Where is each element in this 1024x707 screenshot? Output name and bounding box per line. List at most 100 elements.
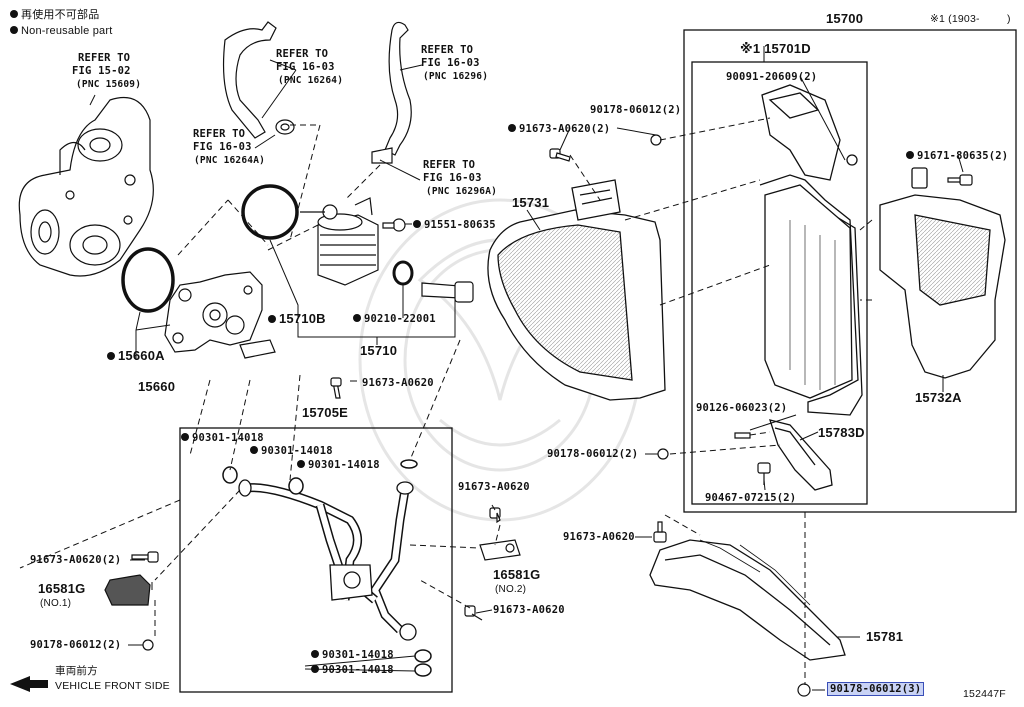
- bolt-91551-drawing: [382, 218, 406, 232]
- part-90210[interactable]: 90210-22001: [353, 313, 436, 325]
- ref-fig1603c-l3[interactable]: (PNC 16296): [423, 71, 489, 82]
- bolt-91673a-drawing: [549, 148, 571, 162]
- bolt-91673-center-drawing: [330, 377, 342, 399]
- part-91551[interactable]: 91551-80635: [413, 219, 496, 231]
- union-bolt-drawing: [421, 281, 474, 303]
- part-15783D[interactable]: 15783D: [818, 425, 865, 440]
- o-ring-15660A: [121, 247, 175, 313]
- part-15660A[interactable]: 15660A: [107, 349, 165, 362]
- ref-fig1603b-l1[interactable]: REFER TO: [193, 128, 246, 140]
- bracket-15783D-drawing: [769, 419, 833, 491]
- legend-dot-icon: [10, 10, 18, 18]
- part-15701D[interactable]: ※1 15701D: [740, 41, 811, 56]
- legend-jp-text: 再使用不可部品: [21, 9, 100, 21]
- part-90301c[interactable]: 90301-14018: [297, 459, 380, 471]
- clamp-16581G1-drawing: [104, 574, 151, 606]
- part-15705E[interactable]: 15705E: [302, 405, 349, 420]
- part-90301a[interactable]: 90301-14018: [181, 432, 264, 444]
- figure-code: 152447F: [963, 688, 1006, 700]
- part-15660[interactable]: 15660: [138, 379, 176, 394]
- part-16581G1-no: (NO.1): [40, 598, 72, 609]
- ref-fig1603b-l3[interactable]: (PNC 16264A): [194, 155, 266, 166]
- ref-fig1603c-l2[interactable]: FIG 16-03: [421, 57, 480, 69]
- o-ring-90210: [392, 260, 414, 286]
- o-ring-15710B: [241, 184, 299, 240]
- part-90301b[interactable]: 90301-14018: [250, 445, 333, 457]
- front-label-jp: 車両前方: [55, 665, 98, 677]
- legend-dot-icon: [10, 26, 18, 34]
- bracket-15660-drawing: [164, 271, 276, 359]
- engine-housing-drawing: [18, 96, 154, 277]
- part-90178d-highlighted[interactable]: 90178-06012(3): [827, 682, 925, 696]
- legend-en-text: Non-reusable part: [21, 25, 113, 37]
- part-15710B[interactable]: 15710B: [268, 312, 326, 325]
- part-15731[interactable]: 15731: [512, 195, 550, 210]
- hose-16264-drawing: [222, 21, 295, 139]
- pipe-15705E-drawing: [238, 479, 417, 641]
- box-15705E: [179, 427, 453, 693]
- ref-fig1502-l2[interactable]: FIG 15-02: [72, 65, 131, 77]
- ref-fig1603c-l1[interactable]: REFER TO: [421, 44, 474, 56]
- part-91673c[interactable]: 91673-A0620: [458, 481, 530, 493]
- part-16581G1[interactable]: 16581G: [38, 581, 86, 596]
- part-91673f[interactable]: 91673-A0620: [563, 531, 635, 543]
- part-91673d[interactable]: 91673-A0620(2): [30, 554, 122, 566]
- nut-90178b-drawing: [657, 448, 669, 460]
- part-15781[interactable]: 15781: [866, 629, 904, 644]
- part-90126[interactable]: 90126-06023(2): [696, 402, 788, 414]
- bolt-90126-drawing: [734, 432, 751, 439]
- bolt-91673c-drawing: [489, 507, 501, 524]
- part-91673b[interactable]: 91673-A0620: [362, 377, 434, 389]
- part-90301d[interactable]: 90301-14018: [311, 649, 394, 661]
- part-15732A[interactable]: 15732A: [915, 390, 962, 405]
- ref-fig1603a-l3[interactable]: (PNC 16264): [278, 75, 344, 86]
- dashed-lines: [19, 117, 873, 685]
- legend-jp: 再使用不可部品: [10, 9, 99, 21]
- intercooler-15701D-drawing: [759, 84, 863, 416]
- part-90091[interactable]: 90091-20609(2): [726, 71, 818, 83]
- clamp-16581G2-drawing: [479, 539, 521, 561]
- ref-fig1603a-l1[interactable]: REFER TO: [276, 48, 329, 60]
- bolt-91673d-drawing: [131, 551, 159, 563]
- ref-fig1603b-l2[interactable]: FIG 16-03: [193, 141, 252, 153]
- box-15700: [683, 29, 1017, 513]
- gaskets-90301-drawing: [222, 459, 432, 677]
- front-label-en: VEHICLE FRONT SIDE: [55, 680, 170, 692]
- note-marker: ※1 (1903-: [930, 13, 980, 25]
- part-16581G2-no: (NO.2): [495, 584, 527, 595]
- part-90178a[interactable]: 90178-06012(2): [590, 104, 682, 116]
- nut-90178d-drawing: [797, 683, 811, 697]
- cover-15781-drawing: [649, 539, 846, 661]
- front-direction-arrow: [10, 676, 48, 692]
- ref-fig1603d-l1[interactable]: REFER TO: [423, 159, 476, 171]
- bolt-91673e-drawing: [464, 605, 483, 621]
- ref-fig1603d-l2[interactable]: FIG 16-03: [423, 172, 482, 184]
- ref-fig1502-l3[interactable]: (PNC 15609): [76, 79, 142, 90]
- part-15700[interactable]: 15700: [826, 11, 864, 26]
- bolt-91671-drawing: [947, 174, 973, 186]
- bolt-91673f-drawing: [653, 521, 667, 543]
- part-90178c[interactable]: 90178-06012(2): [30, 639, 122, 651]
- part-90467[interactable]: 90467-07215(2): [705, 492, 797, 504]
- box-15701D: [691, 61, 868, 505]
- part-91671[interactable]: 91671-80635(2): [906, 150, 1008, 162]
- ref-fig1502-l1[interactable]: REFER TO: [78, 52, 131, 64]
- part-16581G2[interactable]: 16581G: [493, 567, 541, 582]
- nut-90178a-drawing: [650, 134, 662, 146]
- part-91673a[interactable]: 91673-A0620(2): [508, 123, 610, 135]
- oil-cooler-15710-drawing: [300, 197, 379, 286]
- air-duct-15731-drawing: [487, 179, 666, 401]
- bracket-15732A-drawing: [879, 167, 1006, 379]
- ref-fig1603a-l2[interactable]: FIG 16-03: [276, 61, 335, 73]
- ref-fig1603d-l3[interactable]: (PNC 16296A): [426, 186, 498, 197]
- note-close: ): [1007, 13, 1011, 25]
- part-90178b[interactable]: 90178-06012(2): [547, 448, 639, 460]
- part-90301e[interactable]: 90301-14018: [311, 664, 394, 676]
- part-15710[interactable]: 15710: [360, 343, 398, 358]
- leader-lines: [89, 46, 964, 691]
- hose-16296-drawing: [371, 21, 412, 164]
- legend-en: Non-reusable part: [10, 25, 112, 37]
- part-91673e[interactable]: 91673-A0620: [493, 604, 565, 616]
